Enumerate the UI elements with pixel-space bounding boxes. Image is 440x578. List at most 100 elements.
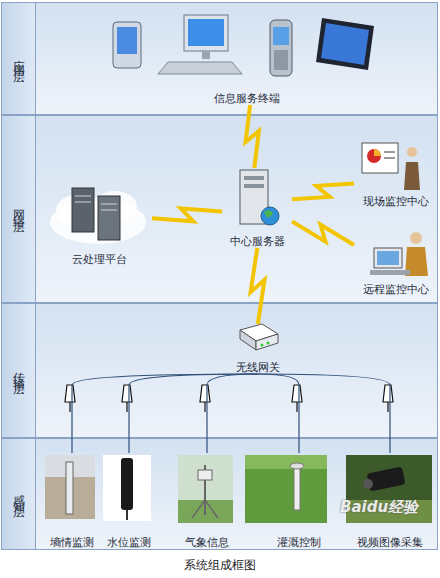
antenna bbox=[65, 385, 75, 412]
monitor-screen bbox=[377, 251, 399, 265]
layer-heading: 感知层 bbox=[2, 439, 36, 549]
desktop-icon bbox=[158, 15, 242, 74]
probe-tube bbox=[66, 462, 73, 514]
photo-bg bbox=[178, 455, 233, 523]
pda-screen bbox=[117, 27, 137, 54]
water-level-photo bbox=[103, 455, 151, 521]
field-monitor-icon bbox=[362, 143, 420, 190]
drive-slot bbox=[75, 202, 91, 203]
chart-board bbox=[362, 143, 398, 173]
phone-keypad bbox=[274, 50, 288, 70]
antenna bbox=[383, 385, 393, 412]
person-head bbox=[410, 232, 422, 244]
pda-icon bbox=[113, 22, 141, 68]
radio-link bbox=[72, 374, 258, 453]
keyboard bbox=[158, 62, 242, 74]
tablet-body bbox=[316, 18, 374, 70]
radio-link bbox=[258, 374, 390, 453]
component-label: 气象信息 bbox=[185, 536, 229, 549]
drive-slot bbox=[244, 184, 264, 188]
irrigation-photo bbox=[245, 455, 327, 523]
radio-link bbox=[129, 374, 258, 453]
radio-link bbox=[258, 374, 299, 453]
camera-lens bbox=[363, 479, 373, 489]
phone-body bbox=[270, 20, 292, 76]
tripod bbox=[192, 500, 218, 518]
camera-body bbox=[367, 466, 406, 491]
led bbox=[267, 342, 270, 345]
drive-slot bbox=[101, 210, 117, 211]
antenna-group bbox=[65, 385, 393, 412]
lightning-link bbox=[246, 105, 259, 168]
tablet-screen bbox=[321, 23, 369, 65]
drive-slot bbox=[101, 204, 117, 205]
component-label: 中心服务器 bbox=[230, 235, 285, 248]
weather-station-photo bbox=[178, 455, 233, 523]
gateway-icon bbox=[240, 324, 278, 350]
component-label: 远程监控中心 bbox=[363, 283, 429, 296]
drive-slot bbox=[244, 176, 264, 180]
layer-heading: 传输层 bbox=[2, 304, 36, 437]
photo-grass bbox=[245, 455, 327, 469]
figure-caption: 系统组成框图 bbox=[0, 557, 440, 574]
component-label: 云处理平台 bbox=[72, 253, 127, 266]
lightning-link bbox=[292, 221, 354, 245]
antenna bbox=[122, 385, 132, 412]
component-label: 灌溉控制 bbox=[277, 536, 321, 549]
valve-cap bbox=[290, 463, 304, 469]
component-label: 无线网关 bbox=[236, 361, 280, 374]
component-label: 水位监测 bbox=[107, 536, 151, 549]
layer-heading: 应用层 bbox=[2, 3, 36, 114]
component-label: 信息服务终端 bbox=[214, 92, 280, 105]
photo-bg bbox=[245, 455, 327, 523]
person-body bbox=[404, 162, 420, 190]
chart-line bbox=[384, 158, 395, 159]
chart-line bbox=[384, 152, 395, 153]
monitor bbox=[184, 15, 228, 51]
globe-land bbox=[264, 210, 273, 217]
lightning-link bbox=[292, 184, 354, 200]
phone-icon bbox=[270, 20, 292, 76]
layer-heading: 网络层 bbox=[2, 116, 36, 302]
antenna bbox=[292, 385, 302, 412]
cloud-platform-icon bbox=[50, 188, 146, 244]
antenna bbox=[200, 385, 210, 412]
central-server-icon bbox=[240, 170, 279, 225]
led bbox=[261, 344, 264, 347]
desk bbox=[370, 270, 410, 275]
component-label: 视频图像采集 bbox=[357, 536, 423, 549]
phone-screen bbox=[273, 27, 289, 45]
pda-body bbox=[113, 22, 141, 68]
pie-slice bbox=[374, 149, 381, 156]
gateway-front bbox=[256, 334, 278, 350]
gateway-side bbox=[240, 330, 256, 350]
monitor bbox=[374, 248, 402, 268]
photo-bg bbox=[45, 455, 95, 519]
connector-layer bbox=[0, 0, 440, 556]
person-head bbox=[407, 147, 417, 157]
instrument-box bbox=[198, 470, 212, 480]
globe bbox=[261, 207, 279, 225]
illustration-layer bbox=[0, 0, 440, 556]
layer-band: 传输层 无线网关 bbox=[1, 303, 438, 438]
drive-slot bbox=[75, 196, 91, 197]
photo-bg bbox=[103, 455, 151, 521]
soil-moisture-photo bbox=[45, 455, 95, 519]
lightning-link bbox=[251, 248, 265, 324]
sensor-cable bbox=[126, 510, 128, 520]
component-label: 现场监控中心 bbox=[363, 195, 429, 208]
lightning-link bbox=[152, 208, 222, 221]
monitor-screen bbox=[188, 19, 224, 46]
remote-monitor-icon bbox=[370, 232, 428, 276]
monitor-stand bbox=[202, 51, 210, 59]
level-sensor bbox=[121, 458, 133, 510]
component-label: 墒情监测 bbox=[50, 536, 94, 549]
server-tower bbox=[72, 188, 94, 232]
watermark: Baidu经验 bbox=[340, 498, 418, 517]
pie-chart bbox=[367, 149, 381, 163]
tablet-icon bbox=[316, 18, 374, 70]
server-tower bbox=[98, 196, 120, 240]
valve-post bbox=[294, 466, 300, 510]
radio-link bbox=[207, 374, 258, 453]
